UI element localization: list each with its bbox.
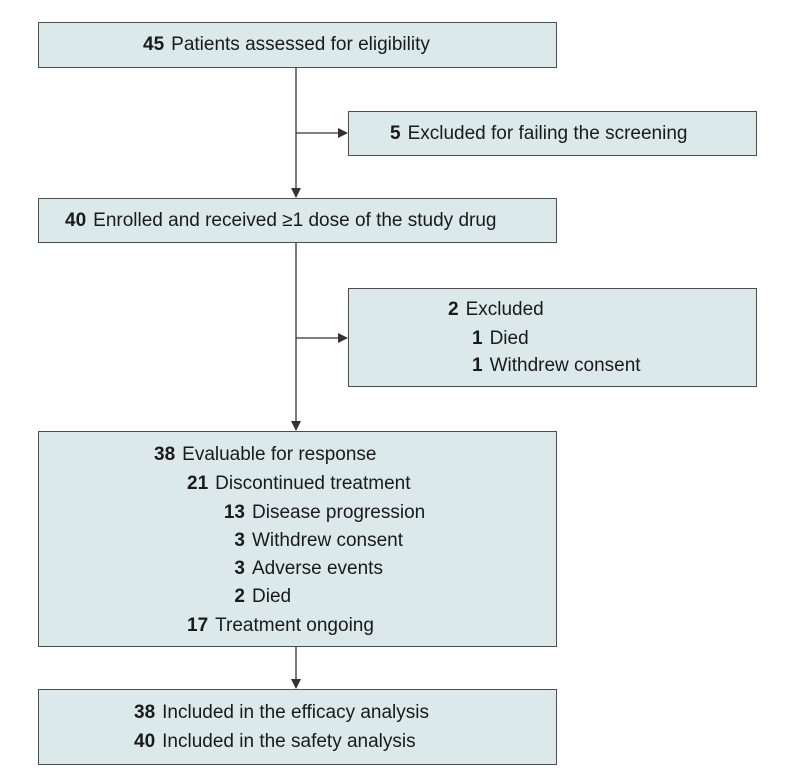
ongoing-count: 17 (187, 615, 209, 636)
evaluable-count: 38 (154, 444, 176, 465)
safety-count: 40 (134, 731, 156, 752)
assessed-label: Patients assessed for eligibility (171, 34, 430, 55)
excluded-screening-count: 5 (390, 123, 401, 144)
excluded-died-label: Died (489, 328, 529, 349)
discontinued-count: 21 (187, 473, 209, 494)
withdrew-count: 3 (234, 530, 245, 551)
efficacy-label: Included in the efficacy analysis (162, 702, 430, 723)
enrolled-box: 40 Enrolled and received ≥1 dose of the s… (38, 198, 557, 243)
excluded-after-label: Excluded (465, 299, 544, 320)
excluded-withdrew-label: Withdrew consent (489, 355, 641, 376)
discontinued-label: Discontinued treatment (215, 473, 411, 494)
safety-label: Included in the safety analysis (162, 731, 416, 752)
excluded-screening-label: Excluded for failing the screening (407, 123, 688, 144)
died-count: 2 (234, 586, 245, 607)
excluded-after-count: 2 (448, 299, 459, 320)
adverse-label: Adverse events (252, 558, 383, 579)
excluded-withdrew-count: 1 (472, 355, 483, 376)
efficacy-count: 38 (134, 702, 156, 723)
withdrew-label: Withdrew consent (252, 530, 404, 551)
assessed-count: 45 (143, 34, 165, 55)
evaluable-box: 38 Evaluable for response 21 Discontinued … (38, 431, 557, 647)
excluded-died-count: 1 (472, 328, 483, 349)
assessed-box: 45 Patients assessed for eligibility (38, 22, 557, 68)
excluded-screening-box: 5 Excluded for failing the screening (348, 111, 757, 156)
analysis-box: 38 Included in the efficacy analysis 40 In… (38, 689, 557, 765)
died-label: Died (252, 586, 292, 607)
enrolled-label: Enrolled and received ≥1 dose of the stu… (93, 210, 497, 231)
ongoing-label: Treatment ongoing (215, 615, 374, 636)
adverse-count: 3 (234, 558, 245, 579)
progression-count: 13 (223, 502, 245, 523)
enrolled-count: 40 (65, 210, 87, 231)
progression-label: Disease progression (252, 502, 426, 523)
evaluable-label: Evaluable for response (182, 444, 377, 465)
